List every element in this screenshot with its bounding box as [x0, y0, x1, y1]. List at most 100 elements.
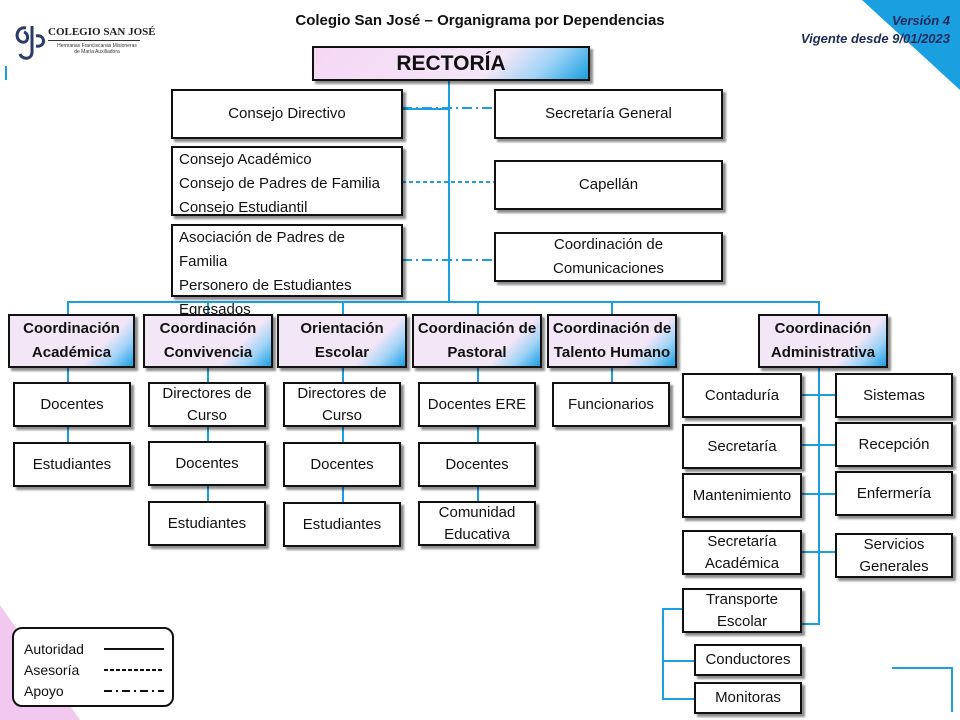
directores-curso-convivencia-box: Directores de Curso [148, 382, 266, 427]
logo-subtitle-2: de María Auxiliadora [74, 49, 120, 55]
unit-line: Curso [186, 406, 227, 424]
docentes-convivencia-box: Docentes [148, 441, 266, 486]
coord-title-line: Talento Humano [553, 344, 671, 361]
unit-line: Secretaría [707, 532, 777, 550]
solid-line-icon [104, 648, 164, 650]
version-label: Versión 4 [891, 13, 950, 28]
dashed-line-icon [104, 669, 164, 671]
consejo-academico: Consejo Académico [179, 151, 312, 168]
coordination-horizontal-line [67, 301, 819, 303]
legend-row-apoyo: Apoyo [24, 681, 170, 701]
comunicaciones-line-2: Comunicaciones [553, 260, 664, 277]
asociacion-padres: Asociación de Padres de Familia [179, 229, 345, 270]
transport-branch-2 [662, 698, 694, 700]
line-consejo-directivo [402, 108, 448, 110]
version-info: Versión 4 Vigente desde 9/01/2023 [801, 12, 950, 48]
logo-name: COLEGIO SAN JOSÉ [48, 26, 156, 38]
secretaria-general-box: Secretaría General [494, 89, 723, 139]
unit-line: Curso [321, 406, 362, 424]
recepcion-box: Recepción [835, 422, 953, 467]
legend-asesoria-label: Asesoría [24, 662, 80, 678]
transport-branch-1 [662, 660, 694, 662]
coord-title-line: Coordinación de [417, 320, 537, 337]
docentes-pastoral-box: Docentes [418, 442, 536, 487]
legend: Autoridad Asesoría Apoyo [12, 627, 174, 707]
legend-row-asesoria: Asesoría [24, 660, 170, 680]
dash-dot-line-icon [104, 690, 164, 692]
coord-title-line: Académica [31, 344, 112, 361]
coord-title-line: Orientación [300, 320, 384, 337]
coord-title-line: Escolar [314, 344, 370, 361]
drop-line-5 [611, 301, 613, 315]
admin-vertical-line [818, 368, 820, 624]
col4-line [477, 368, 479, 502]
col2-line [207, 368, 209, 502]
transport-top-branch [662, 608, 682, 610]
drop-line-1 [67, 301, 69, 315]
unit-line: Directores de [162, 384, 252, 402]
docentes-academica-box: Docentes [13, 382, 131, 427]
admin-branch-4 [802, 551, 836, 553]
conductores-box: Conductores [694, 644, 802, 676]
unit-line: Educativa [444, 525, 510, 543]
rectoria-box: RECTORÍA [312, 46, 590, 81]
unit-line: Transporte [706, 590, 778, 608]
coordinacion-academica-box: Coordinación Académica [8, 314, 135, 368]
consejo-padres: Consejo de Padres de Familia [179, 175, 380, 192]
main-vertical-line [448, 80, 450, 302]
school-logo-icon [15, 26, 45, 60]
logo-subtitle-1: Hermanas Franciscanas Misioneras [57, 43, 137, 49]
legend-autoridad-label: Autoridad [24, 641, 84, 657]
unit-line: Comunidad [438, 503, 516, 521]
unit-line: Directores de [297, 384, 387, 402]
estudiantes-convivencia-box: Estudiantes [148, 501, 266, 546]
coord-title-line: Coordinación de [552, 320, 672, 337]
comunidad-educativa-box: Comunidad Educativa [418, 501, 536, 546]
coordinacion-pastoral-box: Coordinación de Pastoral [412, 314, 542, 368]
coord-title-line: Convivencia [163, 344, 253, 361]
coordinacion-talento-humano-box: Coordinación de Talento Humano [547, 314, 677, 368]
coord-title-line: Coordinación [23, 320, 120, 337]
admin-branch-2 [802, 444, 836, 446]
page-title: Colegio San José – Organigrama por Depen… [295, 12, 665, 29]
secretaria-box: Secretaría [682, 424, 802, 469]
consejo-estudiantil: Consejo Estudiantil [179, 199, 308, 216]
legend-row-autoridad: Autoridad [24, 639, 170, 659]
directores-curso-orientacion-box: Directores de Curso [283, 382, 401, 427]
sistemas-box: Sistemas [835, 373, 953, 418]
capellan-box: Capellán [494, 160, 723, 210]
drop-line-4 [477, 301, 479, 315]
monitoras-box: Monitoras [694, 682, 802, 714]
coord-title-line: Coordinación [774, 320, 872, 337]
enfermeria-box: Enfermería [835, 471, 953, 516]
coordinacion-administrativa-box: Coordinación Administrativa [758, 314, 888, 368]
col3-line [342, 368, 344, 502]
valid-from-label: Vigente desde 9/01/2023 [800, 31, 950, 46]
logo-subtitle: Hermanas Franciscanas Misioneras de Marí… [52, 43, 142, 55]
docentes-ere-box: Docentes ERE [418, 382, 536, 427]
admin-branch-3 [802, 493, 836, 495]
comunicaciones-box: Coordinación de Comunicaciones [494, 232, 723, 282]
contaduria-box: Contaduría [682, 373, 802, 418]
unit-line: Escolar [716, 612, 768, 630]
drop-line-3 [342, 301, 344, 315]
corner-bracket-br [892, 667, 953, 712]
docentes-orientacion-box: Docentes [283, 442, 401, 487]
consejo-directivo-box: Consejo Directivo [171, 89, 403, 139]
transporte-escolar-box: Transporte Escolar [682, 588, 802, 633]
mantenimiento-box: Mantenimiento [682, 473, 802, 518]
funcionarios-box: Funcionarios [552, 382, 670, 427]
personero-estudiantes: Personero de Estudiantes [179, 277, 352, 294]
secretaria-academica-box: Secretaría Académica [682, 530, 802, 575]
col5-line [611, 368, 613, 382]
transport-vertical-line [662, 608, 664, 700]
orientacion-escolar-box: Orientación Escolar [277, 314, 407, 368]
consejos-box: Consejo Académico Consejo de Padres de F… [171, 146, 403, 216]
asociaciones-box: Asociación de Padres de Familia Personer… [171, 224, 403, 318]
drop-line-2 [207, 301, 209, 315]
admin-branch-1 [802, 394, 836, 396]
coord-title-line: Pastoral [447, 344, 507, 361]
estudiantes-academica-box: Estudiantes [13, 442, 131, 487]
coord-title-line: Coordinación [159, 320, 257, 337]
unit-line: Servicios [863, 535, 925, 553]
